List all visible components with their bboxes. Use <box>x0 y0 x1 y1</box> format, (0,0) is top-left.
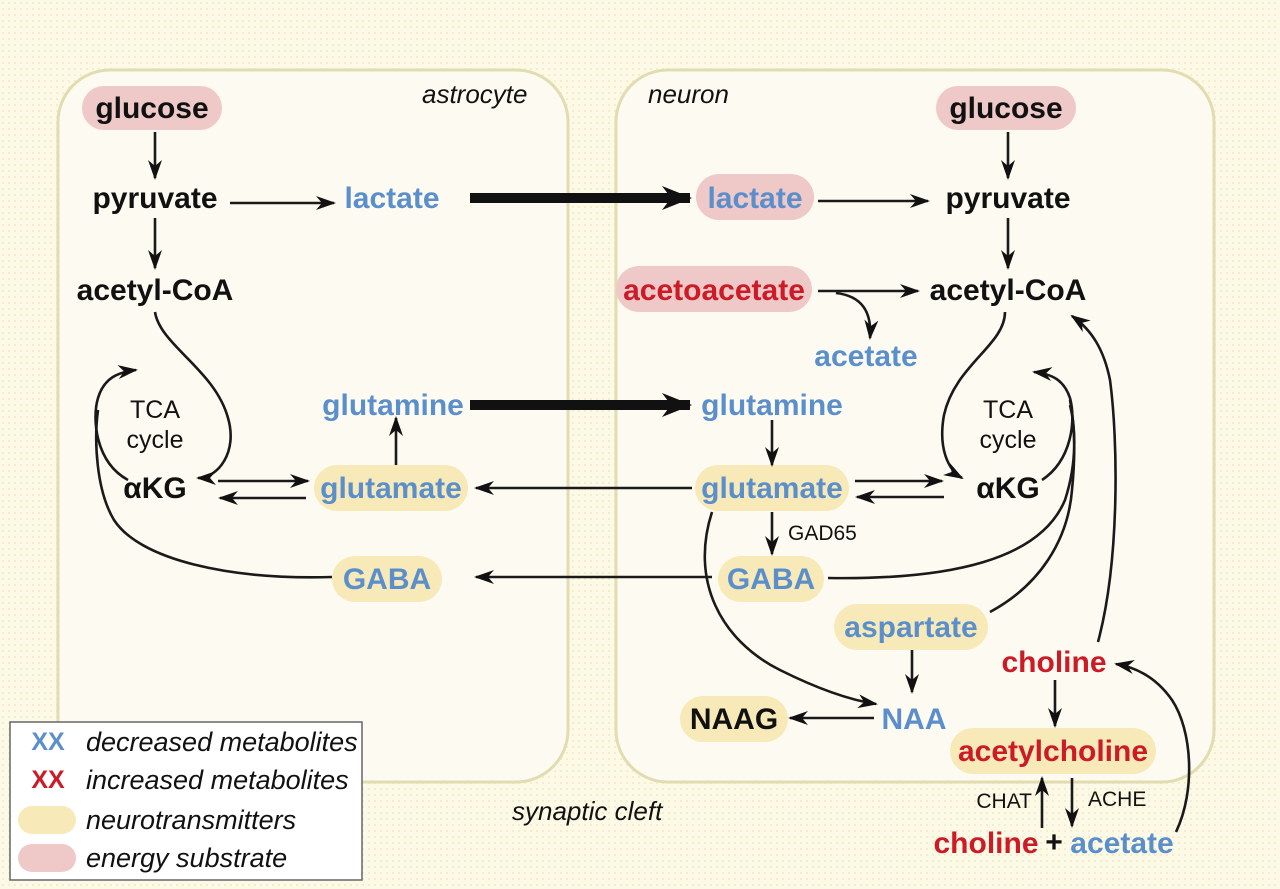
neuron-lactate: lactate <box>707 182 802 215</box>
neuron-gaba: GABA <box>727 563 815 596</box>
neuron-aspartate: aspartate <box>844 611 977 644</box>
astro-tca-line2: cycle <box>127 426 184 454</box>
neuron-tca-line2: cycle <box>980 426 1037 454</box>
cleft-choline: choline <box>933 827 1038 860</box>
arrow-acetate-choline-recycle <box>1114 660 1191 833</box>
acetylcholine-pill <box>950 728 1156 774</box>
arrow-aspartate-to-tca <box>989 399 1076 614</box>
label-neuron: neuron <box>648 79 729 109</box>
neuron-gaba-pill <box>718 556 824 602</box>
arrow-neuron-tca-loop <box>1032 367 1074 482</box>
legend-increased-label: increased metabolites <box>86 765 349 795</box>
cleft-plus: + <box>1045 826 1063 859</box>
neuron-glutamate: glutamate <box>701 472 843 505</box>
neuron-acetylcholine: acetylcholine <box>958 735 1148 768</box>
neuron-tca-line1: TCA <box>983 396 1033 424</box>
label-gad65: GAD65 <box>788 522 857 545</box>
astro-glucose-pill <box>82 86 222 130</box>
astro-pyruvate: pyruvate <box>92 182 217 215</box>
label-chat: CHAT <box>976 790 1032 813</box>
neuron-acetyl-coa: acetyl-CoA <box>930 274 1087 307</box>
astro-tca-line1: TCA <box>130 396 180 424</box>
aspartate-pill <box>834 604 988 650</box>
arrow-astro-tca-loop <box>94 365 138 482</box>
legend-decreased-marker: XX <box>31 728 65 756</box>
naag-pill <box>680 696 788 742</box>
astro-glutamate: glutamate <box>320 472 462 505</box>
label-astrocyte: astrocyte <box>422 79 528 109</box>
astro-glutamine: glutamine <box>322 389 464 422</box>
legend-neurotransmitters-label: neurotransmitters <box>86 805 296 835</box>
arrow-neuron-acetylcoa-akg <box>940 311 1007 480</box>
astro-akg: αKG <box>123 472 186 505</box>
legend-increased-marker: XX <box>31 766 65 794</box>
neuron-cell <box>614 68 1216 784</box>
acetoacetate-pill <box>616 266 812 312</box>
neuron-pyruvate: pyruvate <box>945 182 1070 215</box>
neuron-acetate: acetate <box>814 340 917 373</box>
legend-neurotransmitter-swatch <box>18 806 76 834</box>
neuron-naag: NAAG <box>690 703 778 736</box>
neuron-glucose-pill <box>936 86 1076 130</box>
astro-gaba: GABA <box>343 563 431 596</box>
neuron-glutamine: glutamine <box>701 389 843 422</box>
arrow-glutamate-naa <box>703 511 878 709</box>
astro-gaba-pill <box>332 556 442 602</box>
astro-acetyl-coa: acetyl-CoA <box>77 274 234 307</box>
arrow-choline-acetylcoa <box>1070 314 1117 643</box>
arrow-acetoacetate-acetate <box>835 291 879 340</box>
neuron-acetoacetate: acetoacetate <box>623 274 805 307</box>
astro-glutamate-pill <box>314 465 468 511</box>
astro-glucose: glucose <box>95 92 208 125</box>
arrow-astro-gaba-to-akg <box>94 409 333 579</box>
label-synaptic-cleft: synaptic cleft <box>512 796 664 826</box>
label-ache: ACHE <box>1088 788 1146 811</box>
arrow-astro-acetylcoa-akg <box>153 311 232 485</box>
neuron-glucose: glucose <box>949 92 1062 125</box>
neuron-glutamate-pill <box>695 465 849 511</box>
neuron-choline: choline <box>1001 646 1106 679</box>
neuron-lactate-pill <box>696 174 814 220</box>
legend-energy-label: energy substrate <box>86 843 287 873</box>
cleft-acetate: acetate <box>1070 827 1173 860</box>
neuron-naa: NAA <box>882 703 947 736</box>
legend: XX decreased metabolites XX increased me… <box>9 721 363 881</box>
legend-energy-swatch <box>18 844 76 872</box>
legend-decreased-label: decreased metabolites <box>86 727 358 757</box>
astro-lactate: lactate <box>344 182 439 215</box>
neuron-akg: αKG <box>976 472 1039 505</box>
